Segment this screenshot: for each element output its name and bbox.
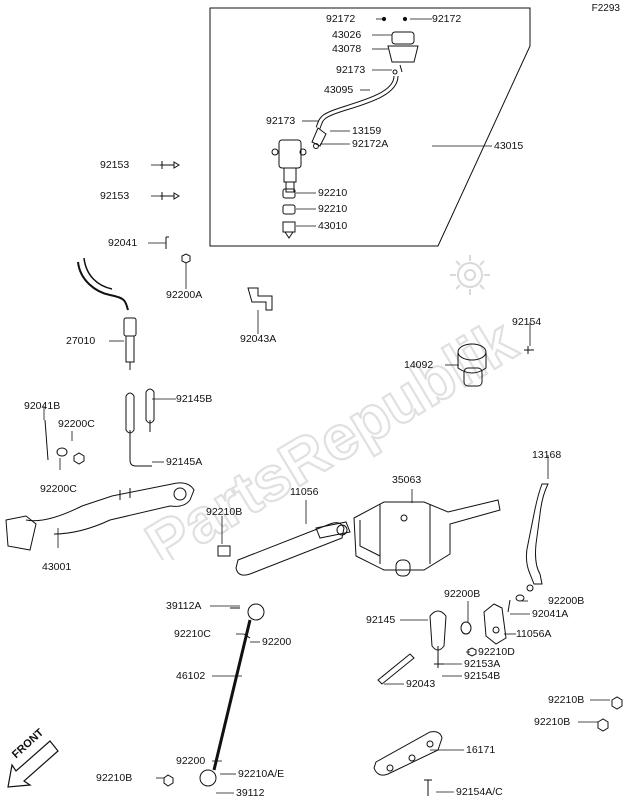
pivot-14092 [457,343,487,387]
part-label: 92210A/E [238,768,285,780]
rod-13168 [525,483,549,592]
part-label: 14092 [404,359,434,371]
part-label: 92200B [548,595,585,607]
part-label: 92210B [206,506,243,518]
part-label: 92210 [318,187,348,199]
screw-92154 [524,346,534,354]
part-label: 92210D [478,646,515,658]
nut-92200C [73,452,85,465]
master-cylinder-body [271,127,327,193]
part-label: 43078 [332,43,362,55]
part-label: 43015 [494,140,524,152]
part-label: 27010 [66,335,96,347]
frame-bracket-35063 [353,499,501,577]
bracket-16171 [373,731,443,776]
nut-92210B-left [163,774,174,787]
gear-icon [450,255,490,295]
part-label: 92041 [108,237,138,249]
part-label: 92172A [352,138,389,150]
part-label: 92200C [40,483,77,495]
pin-92043 [377,653,415,685]
part-label: 43001 [42,561,72,573]
washer-92200C [56,447,68,457]
part-label: 39112A [166,600,202,612]
part-label: 92210B [96,772,133,784]
nut-92210B-right-1 [611,696,623,710]
part-label: 92041B [24,400,61,412]
lever-11056 [235,521,351,576]
front-arrow-icon [7,740,59,788]
springs-92145 [125,388,155,467]
pin-92041A [507,599,511,613]
reservoir-cap-part [387,31,419,73]
bolts-92153 [160,161,180,200]
part-label: 92210C [174,628,211,640]
brake-pedal [5,482,195,551]
part-label: 92172 [432,13,462,25]
part-label: 43010 [318,220,348,232]
pin-92041 [165,236,169,249]
part-label: 92200C [58,418,95,430]
part-label: 92154A/C [456,786,503,798]
leader-lines [43,18,610,794]
part-label: 43095 [324,84,354,96]
part-label: 46102 [176,670,206,682]
part-label: 92200A [166,289,203,301]
rod-46102 [199,603,265,787]
part-label: 92200 [176,755,206,767]
figure-code: F2293 [591,3,620,14]
part-label: 92153A [464,658,501,670]
part-label: 92173 [266,115,296,127]
part-label: 13159 [352,125,382,137]
washer-92200B [515,594,525,602]
part-label: 16171 [466,744,496,756]
part-label: 92043 [406,678,436,690]
small-screws-top [381,16,408,75]
part-label: 11056 [290,486,319,498]
nut-92210B-right-2 [597,718,609,732]
part-label: 43026 [332,29,362,41]
clevis-11056A [483,603,507,645]
screw-92154A-C [424,779,432,796]
part-label: 39112 [236,787,265,799]
part-label: 92173 [336,64,366,76]
bracket-92043A [247,287,273,311]
watermark: PartsRepublik [134,305,530,560]
part-label: 92153 [100,190,130,202]
part-label: 92210 [318,203,348,215]
part-label: 92041A [532,608,569,620]
brake-light-switch [77,257,137,370]
part-label: 92172 [326,13,356,25]
spring-92145 [429,610,447,660]
part-label: 11056A [516,628,552,640]
part-label: 92145B [176,393,213,405]
part-label: 92043A [240,333,277,345]
part-label: 92210B [534,716,571,728]
washer-92210B [217,545,231,557]
washer-92200B-lower [460,621,472,635]
part-label: 92154B [464,670,501,682]
nut-92200A [181,253,191,264]
part-label: 92200B [444,588,481,600]
part-label: 13168 [532,449,562,461]
part-label: 35063 [392,474,422,486]
part-label: 92154 [512,316,542,328]
part-label: 92153 [100,159,130,171]
pin-92041B [44,419,49,461]
part-label: 92145 [366,614,396,626]
part-label: 92200 [262,636,292,648]
part-label: 92210B [548,694,585,706]
part-label: 92145A [166,456,203,468]
